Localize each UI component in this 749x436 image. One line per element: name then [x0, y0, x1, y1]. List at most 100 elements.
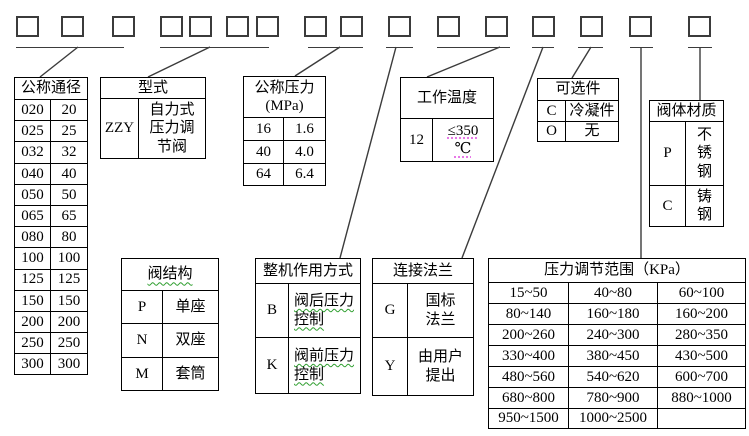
table-cell: 自力式 压力调 节阀	[137, 98, 207, 159]
table-cell: 125	[49, 268, 89, 291]
table-cell: 由用户 提出	[406, 337, 475, 396]
table-cell: 不 锈 钢	[684, 121, 725, 186]
table-cell: O	[537, 121, 566, 142]
code-box	[688, 16, 711, 37]
table-cell: 6.4	[282, 163, 327, 186]
table-title: 整机作用方式	[254, 258, 362, 284]
code-box	[160, 16, 183, 37]
code-box	[112, 16, 135, 37]
code-group-underline	[437, 47, 510, 48]
table-cell: 阀前压力 控制	[287, 337, 362, 394]
table-cell: 200	[14, 310, 51, 334]
table-cell: 1000~2500	[568, 408, 658, 429]
table-cell: 025	[14, 120, 51, 143]
table-cell: 1.6	[282, 117, 327, 141]
code-box	[437, 16, 460, 37]
table-title: 工作温度	[399, 77, 495, 119]
table-cell: 065	[14, 204, 51, 228]
leader-line	[147, 46, 211, 78]
table-cell: 032	[14, 141, 51, 164]
table-cell: 40~80	[568, 282, 658, 304]
table-cell: 040	[14, 162, 51, 185]
table-cell: 单座	[161, 290, 220, 324]
table-cell: 20	[49, 98, 89, 122]
table-cell: 050	[14, 183, 51, 206]
code-box	[304, 16, 327, 37]
table-cell: K	[255, 337, 289, 394]
table-cell: 双座	[161, 323, 220, 358]
table-cell: 100	[49, 247, 89, 270]
code-box	[629, 16, 652, 37]
table-cell: 540~620	[568, 366, 658, 388]
table-cell: 80	[49, 226, 89, 249]
table-cell: C	[537, 100, 566, 122]
table-cell: 60~100	[657, 282, 746, 304]
table-cell: G	[372, 283, 408, 338]
table-cell: B	[255, 283, 289, 338]
table-cell: 125	[14, 268, 51, 291]
code-group-underline	[578, 47, 603, 48]
table-cell: 150	[14, 289, 51, 312]
code-group-underline	[630, 47, 653, 48]
leader-line	[571, 46, 592, 79]
table-cell: 16	[243, 117, 284, 141]
table-title: 阀体材质	[648, 100, 725, 122]
table-cell: 100	[14, 247, 51, 270]
table-cell: 300	[49, 353, 89, 376]
table-cell: 铸 钢	[684, 185, 725, 227]
table-title: 公称压力 (MPa)	[242, 76, 327, 118]
code-box	[16, 16, 39, 37]
table-cell: 国标 法兰	[406, 283, 475, 338]
table-cell: 无	[564, 121, 620, 142]
table-title: 连接法兰	[371, 258, 475, 284]
code-box	[61, 16, 84, 37]
code-group-underline	[386, 47, 413, 48]
table-cell: 200	[49, 310, 89, 334]
table-cell: Y	[372, 337, 408, 396]
table-cell: P	[121, 290, 163, 324]
table-title: 可选件	[536, 78, 620, 101]
code-group-underline	[308, 47, 363, 48]
leader-line	[426, 46, 501, 78]
table-cell: 430~500	[657, 345, 746, 367]
table-cell: M	[121, 357, 163, 391]
leader-line	[294, 46, 341, 77]
table-cell: 250	[49, 332, 89, 355]
table-cell: 80~140	[488, 303, 569, 325]
table-cell: 600~700	[657, 366, 746, 388]
table-cell: 12	[400, 118, 433, 162]
table-cell: ZZY	[100, 98, 139, 159]
table-cell: 冷凝件	[564, 100, 620, 122]
table-cell: 15~50	[488, 282, 569, 304]
table-cell: C	[649, 185, 686, 227]
table-title: 型式	[99, 77, 207, 99]
table-cell: N	[121, 323, 163, 358]
code-group-underline	[160, 47, 269, 48]
table-cell: 680~800	[488, 387, 569, 409]
table-cell: 080	[14, 226, 51, 249]
table-cell: P	[649, 121, 686, 186]
code-box	[388, 16, 411, 37]
leader-line	[339, 46, 397, 259]
code-box	[340, 16, 363, 37]
table-cell: 150	[49, 289, 89, 312]
table-cell: 4.0	[282, 140, 327, 164]
table-cell: 40	[49, 162, 89, 185]
table-title: 压力调节范围（KPa）	[488, 258, 746, 283]
table-cell: 50	[49, 183, 89, 206]
table-cell: ≤350 ℃	[431, 118, 495, 162]
code-group-underline	[688, 47, 712, 48]
table-cell: 300	[14, 353, 51, 376]
leader-line	[39, 46, 79, 78]
table-cell: 160~180	[568, 303, 658, 325]
table-cell: 200~260	[488, 324, 569, 346]
code-box	[485, 16, 508, 37]
table-cell: 380~450	[568, 345, 658, 367]
code-group-underline	[532, 47, 554, 48]
table-cell: 330~400	[488, 345, 569, 367]
